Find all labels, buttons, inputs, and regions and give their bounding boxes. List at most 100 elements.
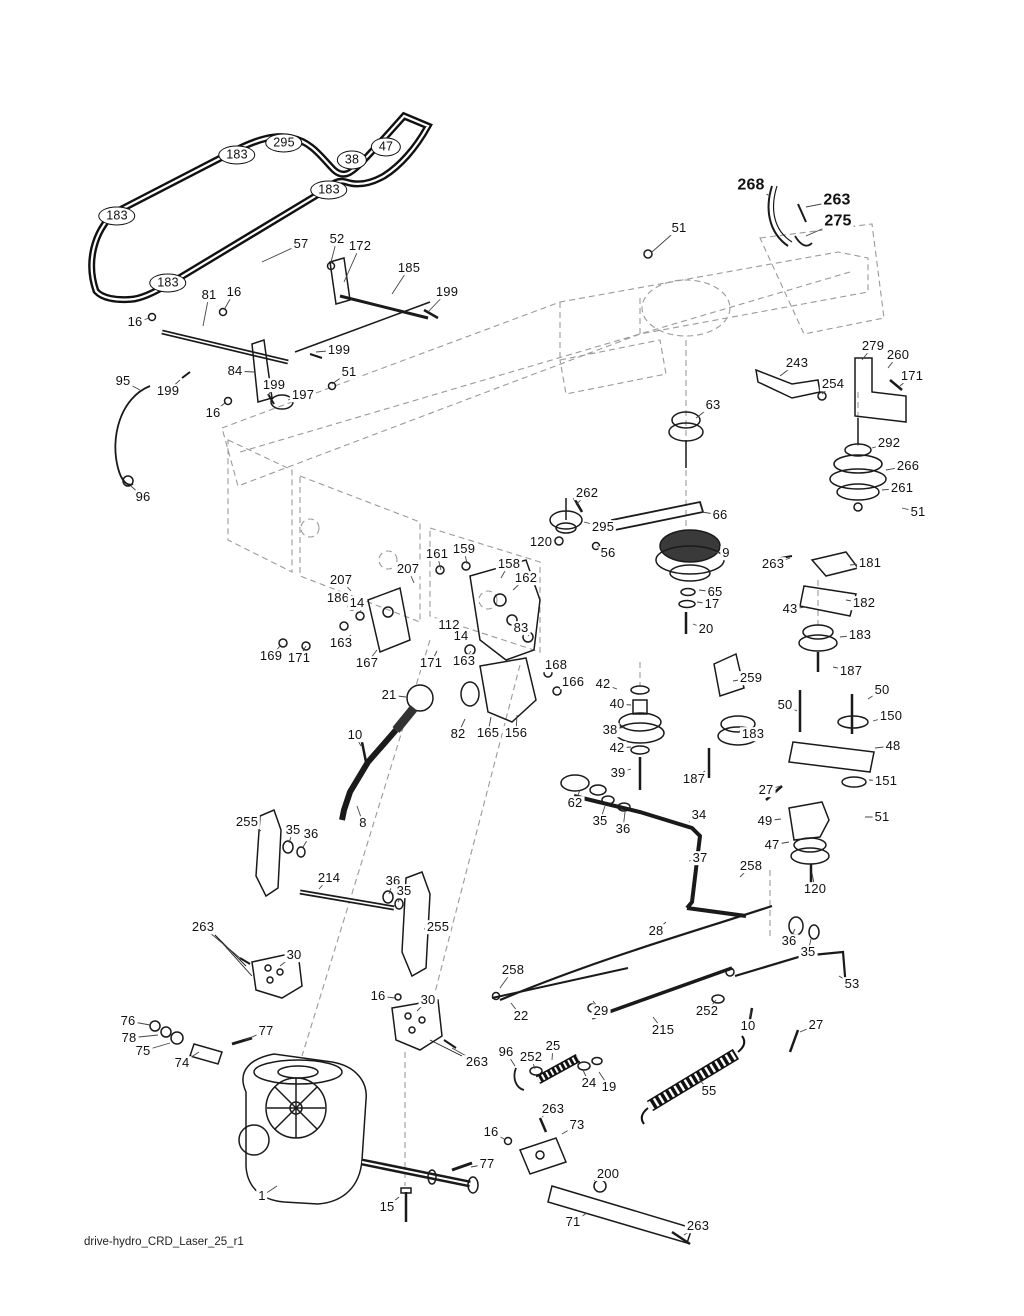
- part-callout: 158: [495, 556, 523, 572]
- part-callout: 57: [291, 236, 311, 252]
- part-callout: 258: [737, 858, 765, 874]
- part-callout: 255: [424, 919, 452, 935]
- part-callout: 260: [884, 347, 912, 363]
- part-callout: 255: [233, 814, 261, 830]
- part-callout: 30: [284, 947, 304, 963]
- part-callout: 183: [310, 180, 348, 200]
- part-callout: 292: [875, 435, 903, 451]
- part-callout: 75: [133, 1043, 153, 1059]
- part-callout: 27: [806, 1017, 826, 1033]
- part-callout: 74: [172, 1055, 192, 1071]
- part-callout: 207: [327, 572, 355, 588]
- part-callout: 168: [542, 657, 570, 673]
- part-callout: 181: [856, 555, 884, 571]
- part-callout: 199: [154, 383, 182, 399]
- part-callout: 40: [607, 696, 627, 712]
- part-callout: 36: [301, 826, 321, 842]
- part-callout: 81: [199, 287, 219, 303]
- part-callout: 52: [327, 231, 347, 247]
- part-callout: 62: [565, 795, 585, 811]
- part-callout: 47: [762, 837, 782, 853]
- part-callout: 275: [822, 212, 854, 231]
- part-callout: 150: [877, 708, 905, 724]
- part-callout: 78: [119, 1030, 139, 1046]
- part-callout: 66: [710, 507, 730, 523]
- part-callout: 65: [705, 584, 725, 600]
- part-callout: 16: [203, 405, 223, 421]
- part-callout: 42: [607, 740, 627, 756]
- part-callout: 71: [563, 1214, 583, 1230]
- part-callout: 215: [649, 1022, 677, 1038]
- part-callout: 120: [527, 534, 555, 550]
- diagram-filename: drive-hydro_CRD_Laser_25_r1: [84, 1236, 244, 1248]
- part-callout: 171: [898, 368, 926, 384]
- part-callout: 42: [593, 676, 613, 692]
- part-callout: 95: [113, 373, 133, 389]
- part-callout: 84: [225, 363, 245, 379]
- part-callout: 48: [883, 738, 903, 754]
- part-callout: 8: [357, 815, 369, 831]
- part-callout: 43: [780, 601, 800, 617]
- part-callout: 166: [559, 674, 587, 690]
- part-callout: 214: [315, 870, 343, 886]
- part-callout: 266: [894, 458, 922, 474]
- part-callout: 156: [502, 725, 530, 741]
- part-callout: 9: [720, 545, 732, 561]
- part-callout: 16: [125, 314, 145, 330]
- part-callout: 34: [689, 807, 709, 823]
- extension-springs: [535, 1035, 746, 1125]
- part-callout: 159: [450, 541, 478, 557]
- part-callout: 167: [353, 655, 381, 671]
- part-callout: 35: [283, 822, 303, 838]
- part-callout: 63: [703, 397, 723, 413]
- part-callout: 10: [738, 1018, 758, 1034]
- part-callout: 295: [265, 133, 303, 153]
- part-callout: 199: [325, 342, 353, 358]
- part-callout: 165: [474, 725, 502, 741]
- part-callout: 171: [285, 650, 313, 666]
- part-callout: 21: [379, 687, 399, 703]
- part-callout: 162: [512, 570, 540, 586]
- part-callout: 51: [908, 504, 928, 520]
- part-callout: 185: [395, 260, 423, 276]
- part-callout: 169: [257, 648, 285, 664]
- part-callout: 263: [463, 1054, 491, 1070]
- part-callout: 16: [368, 988, 388, 1004]
- part-callout: 35: [590, 813, 610, 829]
- part-callout: 161: [423, 546, 451, 562]
- part-callout: 29: [591, 1003, 611, 1019]
- part-callout: 268: [735, 176, 767, 195]
- part-callout: 25: [543, 1038, 563, 1054]
- part-callout: 263: [759, 556, 787, 572]
- part-callout: 263: [539, 1101, 567, 1117]
- part-callout: 187: [680, 771, 708, 787]
- part-callout: 14: [347, 595, 367, 611]
- part-callout: 258: [499, 962, 527, 978]
- part-callout: 183: [739, 726, 767, 742]
- part-callout: 27: [756, 782, 776, 798]
- part-callout: 279: [859, 338, 887, 354]
- part-callout: 259: [737, 670, 765, 686]
- part-callout: 16: [224, 284, 244, 300]
- part-callout: 163: [327, 635, 355, 651]
- part-callout: 200: [594, 1166, 622, 1182]
- part-callout: 199: [433, 284, 461, 300]
- part-callout: 73: [567, 1117, 587, 1133]
- part-callout: 1: [256, 1188, 268, 1204]
- part-callout: 83: [511, 620, 531, 636]
- part-callout: 96: [496, 1044, 516, 1060]
- part-callout: 35: [798, 944, 818, 960]
- part-callout: 50: [775, 697, 795, 713]
- part-callout: 51: [339, 364, 359, 380]
- part-callout: 24: [579, 1075, 599, 1091]
- part-callout: 49: [755, 813, 775, 829]
- part-callout: 183: [149, 273, 187, 293]
- part-callout: 207: [394, 561, 422, 577]
- part-callout: 262: [573, 485, 601, 501]
- part-callout: 254: [819, 376, 847, 392]
- part-callout: 10: [345, 727, 365, 743]
- part-callout: 19: [599, 1079, 619, 1095]
- part-callout: 96: [133, 489, 153, 505]
